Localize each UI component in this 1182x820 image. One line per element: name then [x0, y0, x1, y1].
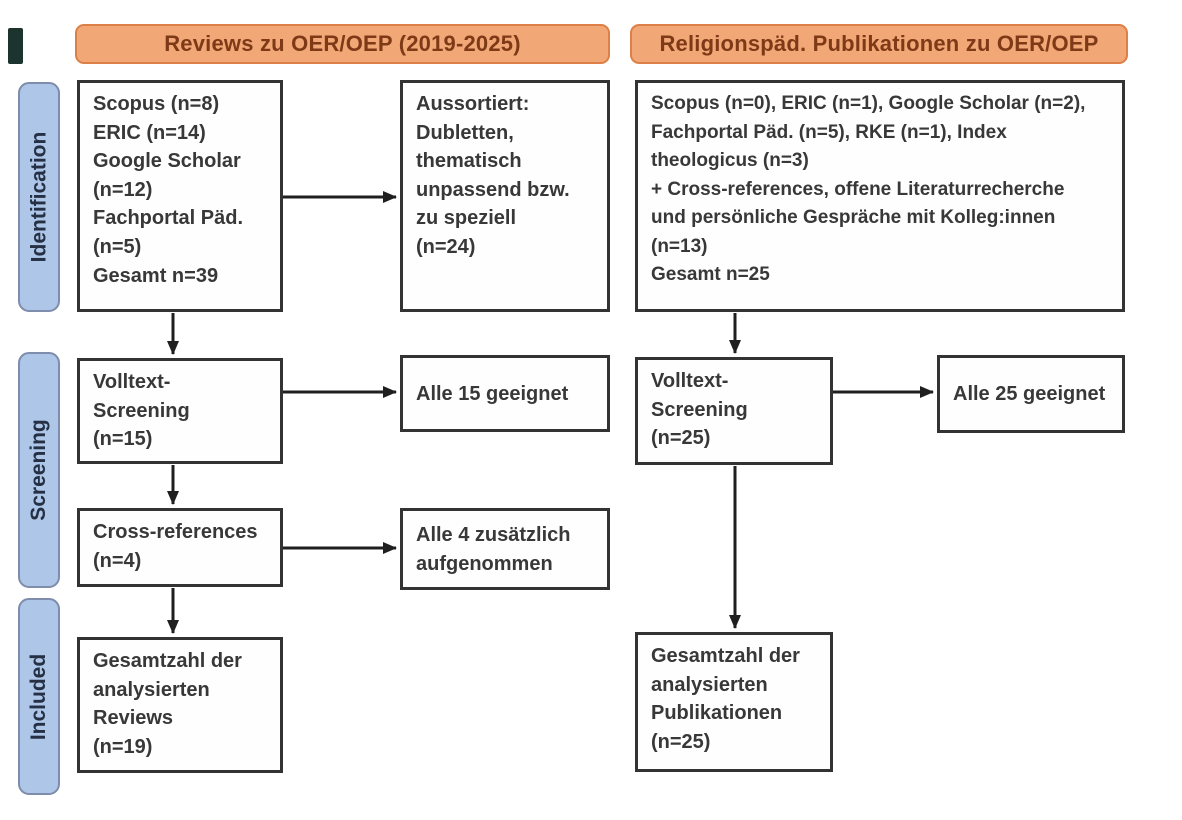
header-publications: Religionspäd. Publikationen zu OER/OEP	[630, 24, 1128, 64]
box-reviews-fulltext-result: Alle 15 geeignet	[400, 355, 610, 432]
box-reviews-crossreferences: Cross-references (n=4)	[77, 508, 283, 587]
box-reviews-excluded: Aussortiert: Dubletten, thematisch unpas…	[400, 80, 610, 312]
header-reviews-label: Reviews zu OER/OEP (2019-2025)	[164, 31, 521, 56]
stage-label-identification: Identification	[18, 82, 60, 312]
stage-label-screening: Screening	[18, 352, 60, 588]
box-publications-fulltext-result: Alle 25 geeignet	[937, 355, 1125, 433]
box-publications-fulltext-screening: Volltext- Screening (n=25)	[635, 357, 833, 465]
corner-artifact	[8, 28, 23, 64]
header-publications-label: Religionspäd. Publikationen zu OER/OEP	[659, 31, 1099, 56]
box-reviews-crossref-result: Alle 4 zusätzlich aufgenommen	[400, 508, 610, 590]
box-publications-included: Gesamtzahl der analysierten Publikatione…	[635, 632, 833, 772]
header-reviews: Reviews zu OER/OEP (2019-2025)	[75, 24, 610, 64]
box-reviews-fulltext-screening: Volltext- Screening (n=15)	[77, 358, 283, 464]
stage-label-included: Included	[18, 598, 60, 795]
box-publications-sources: Scopus (n=0), ERIC (n=1), Google Scholar…	[635, 80, 1125, 312]
box-reviews-included: Gesamtzahl der analysierten Reviews (n=1…	[77, 637, 283, 773]
box-reviews-sources: Scopus (n=8) ERIC (n=14) Google Scholar …	[77, 80, 283, 312]
